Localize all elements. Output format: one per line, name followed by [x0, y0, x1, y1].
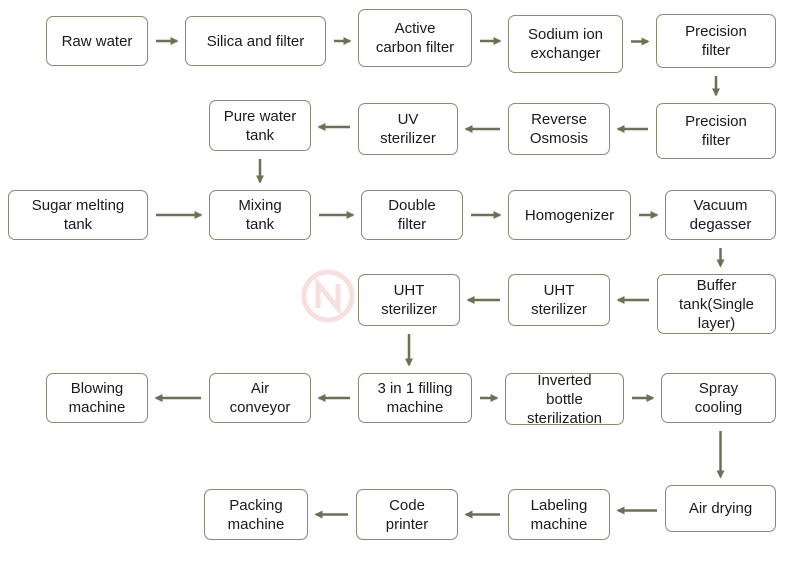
node-uht-sterilizer-right: UHT sterilizer — [508, 274, 610, 326]
node-3-in-1-filling-machine: 3 in 1 filling machine — [358, 373, 472, 423]
node-silica-and-filter: Silica and filter — [185, 16, 326, 66]
node-reverse-osmosis: Reverse Osmosis — [508, 103, 610, 155]
n-circle-logo-icon — [301, 269, 355, 323]
node-labeling-machine: Labeling machine — [508, 489, 610, 540]
node-packing-machine: Packing machine — [204, 489, 308, 540]
node-code-printer: Code printer — [356, 489, 458, 540]
node-uht-sterilizer-left: UHT sterilizer — [358, 274, 460, 326]
node-air-conveyor: Air conveyor — [209, 373, 311, 423]
node-precision-filter-second: Precision filter — [656, 103, 776, 159]
watermark-logo — [300, 266, 500, 326]
node-spray-cooling: Spray cooling — [661, 373, 776, 423]
node-mixing-tank: Mixing tank — [209, 190, 311, 240]
node-air-drying: Air drying — [665, 485, 776, 532]
node-inverted-bottle-sterilization: Inverted bottle sterilization — [505, 372, 624, 427]
node-vacuum-degasser: Vacuum degasser — [665, 190, 776, 240]
node-pure-water-tank: Pure water tank — [209, 100, 311, 151]
node-precision-filter-top: Precision filter — [656, 14, 776, 68]
node-buffer-tank: Buffer tank(Single layer) — [657, 274, 776, 334]
node-uv-sterilizer: UV sterilizer — [358, 103, 458, 155]
node-double-filter: Double filter — [361, 190, 463, 240]
node-raw-water: Raw water — [46, 16, 148, 66]
node-sodium-ion-exchanger: Sodium ion exchanger — [508, 15, 623, 73]
node-active-carbon-filter: Active carbon filter — [358, 9, 472, 67]
node-blowing-machine: Blowing machine — [46, 373, 148, 423]
node-sugar-melting-tank: Sugar melting tank — [8, 190, 148, 240]
node-homogenizer: Homogenizer — [508, 190, 631, 240]
